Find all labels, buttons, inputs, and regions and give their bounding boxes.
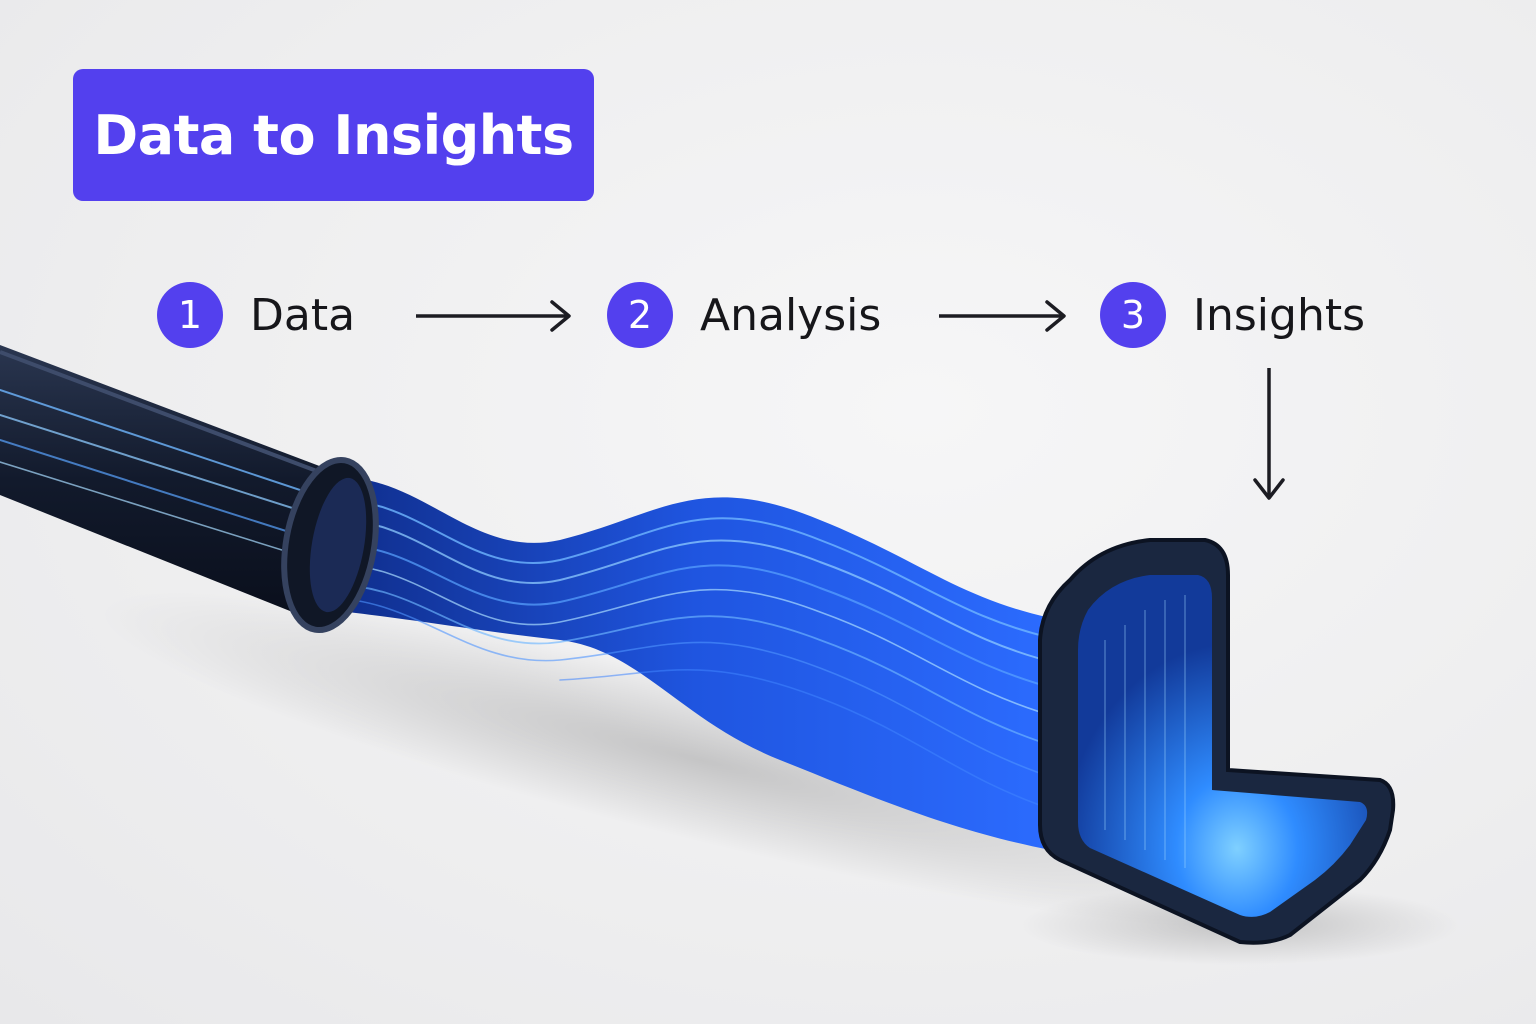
cable-shadow [98,591,1302,929]
step-analysis: 2 Analysis [607,282,882,348]
fiber-strands [0,389,1061,813]
cable-sleeve [0,345,330,615]
arrow-down-icon [1253,368,1285,500]
arrow-right-icon [939,300,1066,332]
step-insights: 3 Insights [1100,282,1366,348]
title-badge: Data to Insights [73,69,594,201]
step-label: Analysis [700,289,882,341]
step-number-badge: 2 [607,282,673,348]
tray-glow-lines [1104,595,1186,868]
step-number-badge: 3 [1100,282,1166,348]
step-number-badge: 1 [157,282,223,348]
tray-screen [1078,575,1368,917]
step-label: Insights [1193,289,1366,341]
step-label: Data [250,289,356,341]
fiber-ribbon [330,477,1060,850]
sleeve-highlight [0,350,331,478]
cable-collar-inner [309,477,367,613]
arrow-right-icon [416,300,571,332]
step-data: 1 Data [157,282,356,348]
